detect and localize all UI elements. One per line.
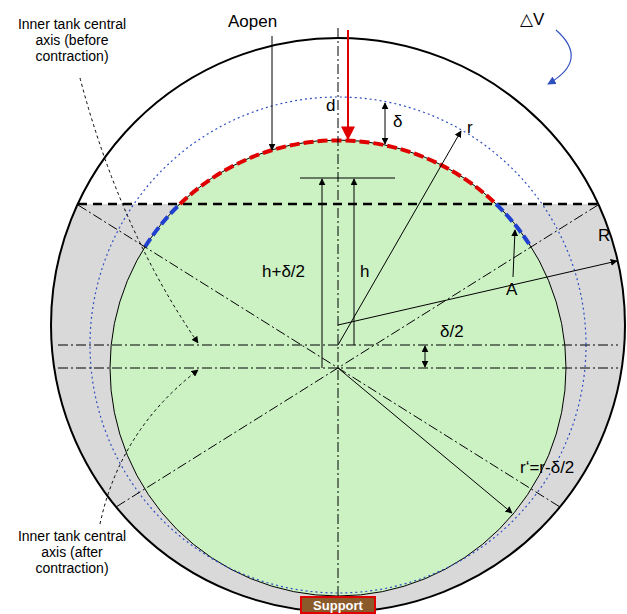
open-area-leader — [272, 36, 273, 150]
outer-radius-arrow — [338, 261, 617, 325]
volume-label: △V — [520, 10, 544, 30]
contracted-radius-arrow — [338, 368, 512, 513]
radius-label: r — [467, 118, 473, 138]
wetted-area-arc — [496, 204, 531, 247]
height-reference — [300, 178, 395, 179]
height-arrow — [322, 179, 323, 368]
height-plus-label: h+δ/2 — [262, 262, 305, 282]
area-label: A — [506, 280, 517, 300]
radius-arrow — [338, 131, 461, 345]
support-label: Support — [313, 598, 363, 613]
diagonal-axis — [116, 205, 598, 507]
half-delta-dimension — [425, 346, 426, 367]
axis-before-label: Inner tank central axis (before contract… — [6, 16, 138, 64]
delta-dimension — [385, 103, 386, 144]
vertical-axis — [338, 28, 339, 596]
open-area-label: Aopen — [228, 12, 277, 32]
axis-after-label: Inner tank central axis (after contracti… — [4, 528, 140, 576]
depth-label: d — [326, 96, 335, 116]
height-label: h — [360, 262, 369, 282]
area-leader — [513, 230, 515, 277]
outer-radius-label: R — [598, 226, 610, 246]
height-arrow — [354, 179, 355, 345]
half-delta-label: δ/2 — [440, 322, 464, 342]
support-block: Support — [300, 596, 376, 614]
delta-label: δ — [393, 112, 402, 132]
diagonal-axis — [78, 205, 560, 507]
depth-arrow — [347, 30, 349, 139]
axis-leader — [100, 370, 198, 524]
volume-leader — [548, 30, 571, 84]
wetted-area-arc — [145, 204, 180, 247]
axis-leader — [80, 78, 198, 343]
contracted-radius-label: r‘=r-δ/2 — [520, 458, 574, 478]
